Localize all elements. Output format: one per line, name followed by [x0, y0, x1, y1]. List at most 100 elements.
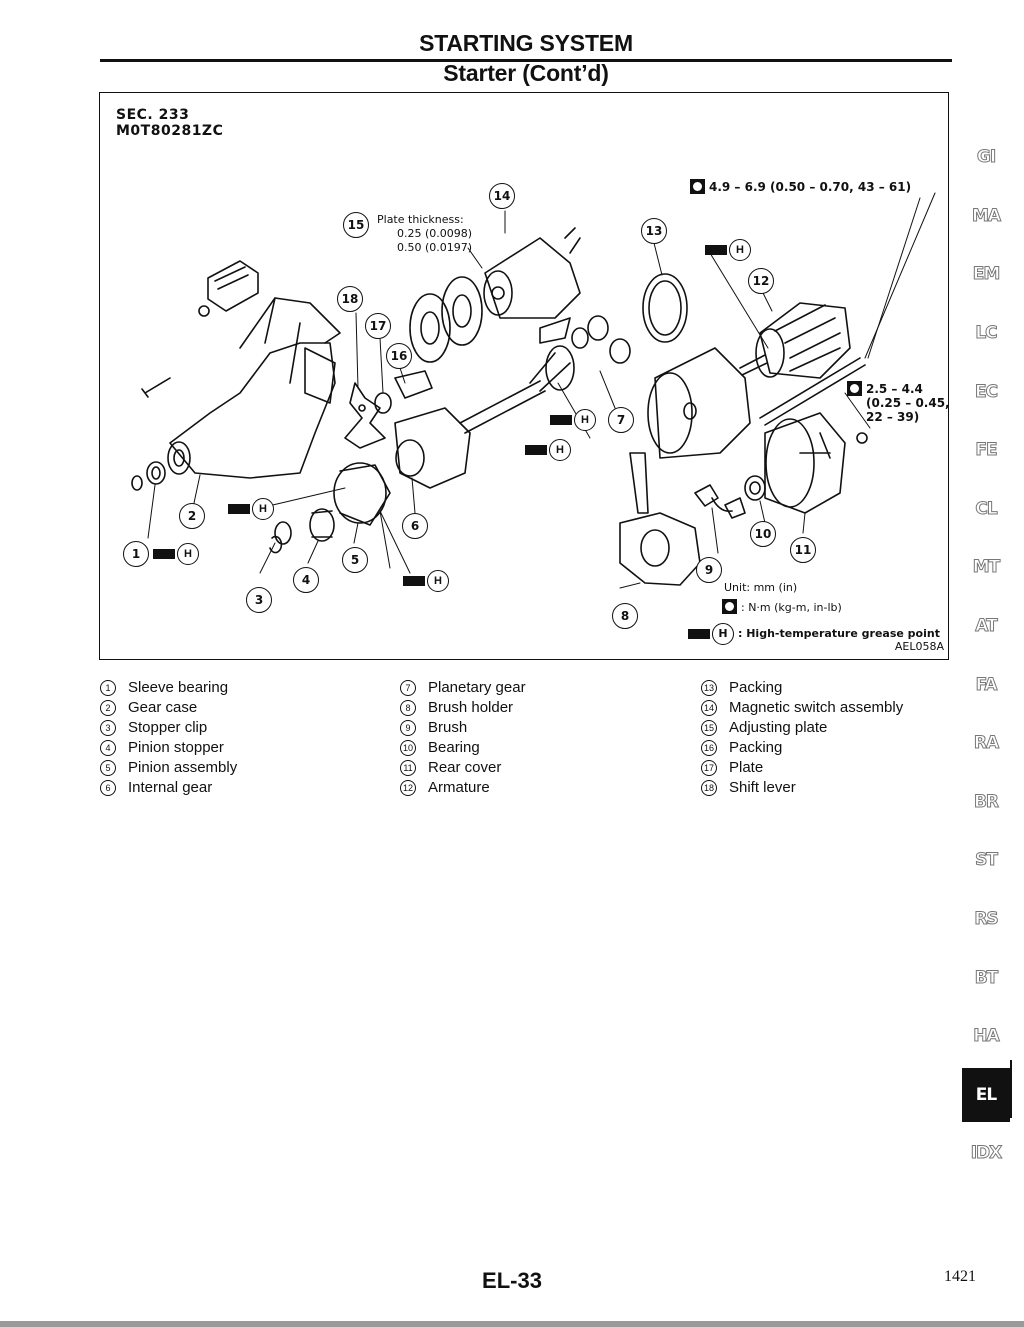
- callout-12: 12: [748, 268, 774, 294]
- grease-icon: [228, 504, 250, 514]
- figure-code: AEL058A: [894, 640, 944, 653]
- torque-spec-side: 2.5 – 4.4 (0.25 – 0.45, 22 – 39): [847, 381, 950, 424]
- callout-3: 3: [246, 587, 272, 613]
- plate-thickness-2: 0.50 (0.0197): [397, 241, 473, 254]
- screw-part: [856, 432, 868, 444]
- tab-el-active[interactable]: EL: [962, 1067, 1010, 1122]
- brush-holder-part: [619, 452, 701, 586]
- connector-part: [198, 260, 259, 317]
- internal-gear-part: [394, 407, 471, 489]
- plate-thickness-label: Plate thickness:: [377, 213, 464, 226]
- tab-mt[interactable]: MT: [972, 557, 1001, 578]
- grease-marker-7: H: [550, 409, 596, 431]
- tab-fe[interactable]: FE: [975, 440, 998, 461]
- torque-wrench-icon: [847, 381, 862, 396]
- diagram-drawing: [131, 192, 936, 589]
- grease-symbol: H: [688, 623, 734, 645]
- callout-9: 9: [696, 557, 722, 583]
- torque-wrench-icon: [690, 179, 705, 194]
- tab-bt[interactable]: BT: [974, 967, 999, 988]
- magnetic-switch-part: [483, 227, 581, 344]
- adjusting-plate-part: [409, 276, 483, 363]
- tab-gi[interactable]: GI: [976, 147, 996, 168]
- tab-at[interactable]: AT: [975, 616, 998, 637]
- packing-13-part: [642, 273, 688, 343]
- callout-1: 1: [123, 541, 149, 567]
- title-rule: [100, 59, 952, 62]
- callout-5: 5: [342, 547, 368, 573]
- pinion-stopper-part: [274, 521, 292, 545]
- grease-marker-5: H: [403, 570, 449, 592]
- unit-label: Unit: mm (in): [724, 581, 798, 594]
- torque-spec-top: 4.9 – 6.9 (0.50 – 0.70, 43 – 61): [690, 179, 911, 194]
- callout-7: 7: [608, 407, 634, 433]
- leader-lines: [147, 192, 936, 589]
- planetary-gear-part: [571, 315, 631, 364]
- tab-ha[interactable]: HA: [973, 1026, 1000, 1047]
- callout-18: 18: [337, 286, 363, 312]
- grease-marker-2: H: [228, 498, 274, 520]
- page-title: STARTING SYSTEM: [419, 30, 633, 56]
- tab-em[interactable]: EM: [972, 264, 1001, 285]
- callout-6: 6: [402, 513, 428, 539]
- tab-st[interactable]: ST: [975, 850, 999, 871]
- callout-11: 11: [790, 537, 816, 563]
- tab-br[interactable]: BR: [973, 791, 999, 812]
- callout-14: 14: [489, 183, 515, 209]
- callout-4: 4: [293, 567, 319, 593]
- bolt-part: [141, 377, 171, 398]
- page-bottom-edge: [0, 1321, 1024, 1327]
- section-tabs: GI MA EM LC EC FE CL MT AT FA RA BR ST R…: [962, 128, 1010, 1182]
- tab-idx[interactable]: IDX: [970, 1142, 1003, 1163]
- tab-ma[interactable]: MA: [971, 205, 1001, 226]
- grease-legend: H : High-temperature grease point: [688, 623, 940, 645]
- through-bolt-part: [759, 357, 866, 426]
- grease-marker-12: H: [705, 239, 751, 261]
- bearing-part: [744, 475, 766, 501]
- packing-16-part: [394, 370, 433, 399]
- callout-13: 13: [641, 218, 667, 244]
- callout-10: 10: [750, 521, 776, 547]
- tab-fa[interactable]: FA: [975, 674, 998, 695]
- grease-icon: [153, 549, 175, 559]
- tab-rs[interactable]: RS: [974, 909, 999, 930]
- page-subtitle: Starter (Cont’d): [443, 60, 609, 86]
- grease-marker-1: H: [153, 543, 199, 565]
- brush-part: [694, 484, 746, 519]
- tab-cl[interactable]: CL: [975, 498, 998, 519]
- tab-ec[interactable]: EC: [974, 381, 998, 402]
- page-number: 1421: [944, 1268, 976, 1285]
- tab-lc[interactable]: LC: [975, 323, 998, 344]
- planetary-shaft-part: [459, 345, 575, 434]
- page-id: EL-33: [482, 1268, 542, 1293]
- torque-wrench-icon: [722, 599, 737, 614]
- active-tab-marker: [1010, 1060, 1012, 1118]
- grease-marker-shaft: H: [525, 439, 571, 461]
- grease-icon: [550, 415, 572, 425]
- plate-thickness-1: 0.25 (0.0098): [397, 227, 473, 240]
- rear-cover-part: [764, 412, 846, 514]
- callout-15: 15: [343, 212, 369, 238]
- tab-ra[interactable]: RA: [973, 733, 999, 754]
- grease-icon: [403, 576, 425, 586]
- plate-part: [374, 392, 392, 414]
- armature-part: [739, 302, 851, 379]
